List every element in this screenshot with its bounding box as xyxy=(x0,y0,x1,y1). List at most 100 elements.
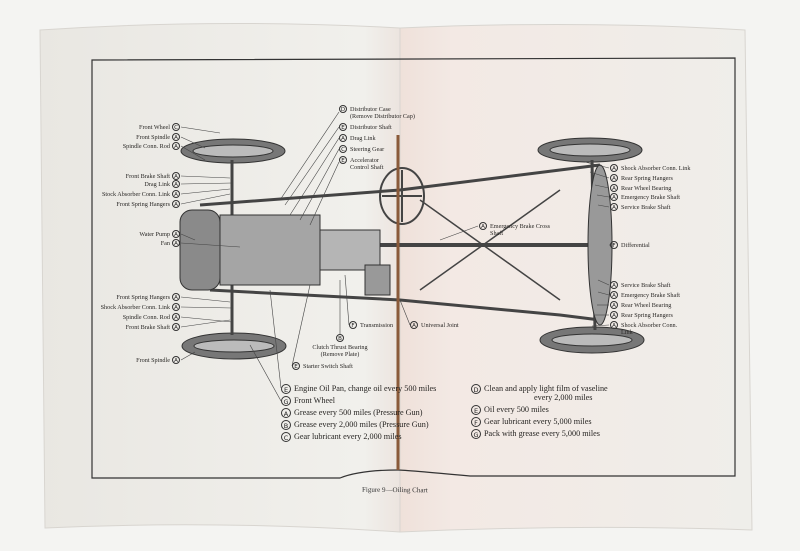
callout-label: Distributor Shaft xyxy=(350,124,392,131)
key-letter-badge: F xyxy=(471,417,481,427)
label-line: Shock Absorber Conn. xyxy=(621,321,678,329)
label-line: Accelerator xyxy=(350,156,379,164)
callout-label: Spindle Conn. Rod xyxy=(123,143,170,150)
key-letter-badge: A xyxy=(172,133,180,141)
key-letter-badge: A xyxy=(172,356,180,364)
key-letter-badge: A xyxy=(610,164,618,172)
key-letter-badge: A xyxy=(172,303,180,311)
label-line: Drag Link xyxy=(350,134,376,142)
label-line: Steering Gear xyxy=(350,145,385,153)
callout-label: Water Pump xyxy=(139,231,170,238)
legend-text: Engine Oil Pan, change oil every 500 mil… xyxy=(294,384,437,393)
callout-label: Spindle Conn. Rod xyxy=(123,314,170,321)
callout-label: Distributor Case(Remove Distributor Cap) xyxy=(350,106,415,120)
key-letter-badge: B xyxy=(336,334,344,342)
legend-text: Clean and apply light film of vaseline xyxy=(484,384,608,393)
key-letter-badge: A xyxy=(172,230,180,238)
key-letter-badge: F xyxy=(610,241,618,249)
key-letter-badge: A xyxy=(610,174,618,182)
label-line: (Remove Plate) xyxy=(320,351,360,358)
label-line: Spindle Conn. Rod xyxy=(122,313,170,321)
key-letter-badge: E xyxy=(339,123,347,131)
label-line: Distributor Case xyxy=(350,105,391,113)
key-letter-badge: A xyxy=(172,323,180,331)
callout-label: Service Brake Shaft xyxy=(621,282,670,289)
starter xyxy=(364,264,391,296)
front-tire-bottom xyxy=(181,332,287,360)
callout-label: Rear Spring Hangers xyxy=(621,175,673,182)
label-line: Shock Absorber Conn. Link xyxy=(621,164,691,172)
legend-text: Gear lubricant every 2,000 miles xyxy=(294,432,402,441)
callout-label: Service Brake Shaft xyxy=(621,204,670,211)
key-letter-badge: A xyxy=(281,408,291,418)
label-line: Link xyxy=(621,328,633,336)
key-letter-badge: C xyxy=(172,123,180,131)
label-line: Emergency Brake Cross xyxy=(490,222,551,230)
key-letter-badge: A xyxy=(610,311,618,319)
callout-label: Starter Switch Shaft xyxy=(303,363,353,370)
callout-label: Rear Wheel Bearing xyxy=(621,302,671,309)
key-letter-badge: D xyxy=(339,105,347,113)
label-line: Front Brake Shaft xyxy=(125,172,170,180)
label-line: Starter Switch Shaft xyxy=(303,362,353,370)
key-letter-badge: A xyxy=(610,281,618,289)
callout-label: Steering Gear xyxy=(350,146,384,153)
callout-label: Differential xyxy=(621,242,650,249)
legend-text: Oil every 500 miles xyxy=(484,405,549,414)
label-line: Front Spring Hangers xyxy=(116,200,170,208)
label-line: Stock Absorber Conn. Link xyxy=(101,190,170,198)
callout-label: Front Brake Shaft xyxy=(126,324,170,331)
callout-label: Rear Spring Hangers xyxy=(621,312,673,319)
key-letter-badge: G xyxy=(471,429,481,439)
engine-block xyxy=(219,214,321,286)
label-line: Shock Absorber Conn. Link xyxy=(100,303,170,311)
legend-text: Grease every 2,000 miles (Pressure Gun) xyxy=(294,420,429,429)
key-letter-badge: A xyxy=(610,291,618,299)
callout-label: Clutch Thrust Bearing(Remove Plate) xyxy=(300,344,380,358)
key-letter-badge: A xyxy=(172,313,180,321)
label-line: Water Pump xyxy=(139,230,170,238)
label-line: Clutch Thrust Bearing xyxy=(312,344,368,351)
label-line: Front Spindle xyxy=(136,356,170,364)
callout-label: Front Spindle xyxy=(136,357,170,364)
key-letter-badge: G xyxy=(281,396,291,406)
figure-caption: Figure 9—Oiling Chart xyxy=(361,485,428,495)
front-tire-top xyxy=(180,138,286,164)
callout-label: Shock Absorber Conn. Link xyxy=(101,304,170,311)
callout-label: Transmission xyxy=(360,322,393,329)
key-letter-badge: A xyxy=(172,180,180,188)
key-letter-badge: A xyxy=(610,301,618,309)
callout-label: Front Wheel xyxy=(139,124,170,131)
key-letter-badge: A xyxy=(172,293,180,301)
key-letter-badge: E xyxy=(339,156,347,164)
radiator xyxy=(179,209,221,291)
label-line: Front Wheel xyxy=(139,123,170,131)
callout-label: Front Brake Shaft xyxy=(126,173,170,180)
callout-label: Drag Link xyxy=(144,181,170,188)
rear-tire-top xyxy=(537,137,643,163)
label-line: Emergency Brake Shaft xyxy=(621,291,680,299)
label-line: Differential xyxy=(621,241,650,249)
leader-lines xyxy=(180,111,612,402)
legend-text: Gear lubricant every 5,000 miles xyxy=(484,417,592,426)
key-letter-badge: F xyxy=(349,321,357,329)
label-line: Front Spindle xyxy=(136,133,170,141)
key-letter-badge: A xyxy=(410,321,418,329)
label-line: Drag Link xyxy=(144,180,170,188)
steering-wheel xyxy=(379,167,425,225)
callout-label: Emergency Brake Shaft xyxy=(621,292,680,299)
legend-text: Pack with grease every 5,000 miles xyxy=(484,429,600,438)
key-letter-badge: A xyxy=(172,200,180,208)
label-line: Service Brake Shaft xyxy=(621,203,671,211)
callout-label: Stock Absorber Conn. Link xyxy=(102,191,170,198)
key-letter-badge: A xyxy=(172,172,180,180)
label-line: Rear Wheel Bearing xyxy=(621,184,672,192)
key-letter-badge: A xyxy=(610,321,618,329)
